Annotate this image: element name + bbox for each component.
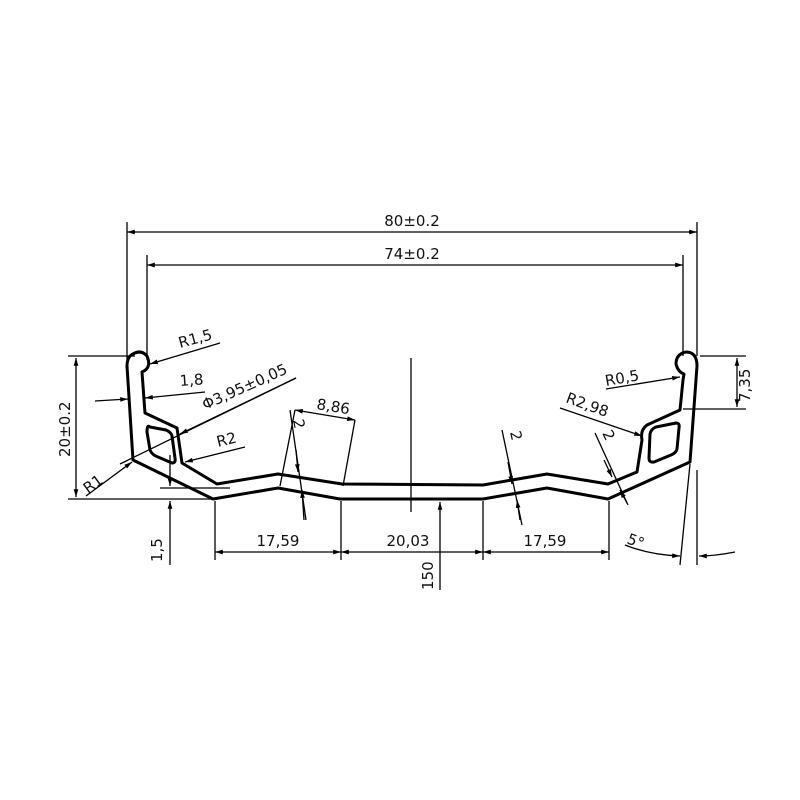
- width-dimensions: 80±0.2 74±0.2: [126, 212, 698, 360]
- dim-overall-width: 80±0.2: [384, 212, 440, 230]
- left-dimensions: 20±0.2 R1,5 1,8 Φ3,95±0,05 R2 R1 1,5: [56, 326, 297, 565]
- dim-radius-r1: R1: [80, 471, 107, 497]
- segment-dimensions: 8,86 2 17,59 20,03 17,59 150 2: [214, 395, 610, 590]
- profile-outline: [125, 350, 699, 501]
- dim-angle: 5°: [625, 530, 647, 553]
- dim-segment-left: 17,59: [257, 532, 300, 550]
- dim-bead-radius-left: R1,5: [176, 326, 214, 352]
- dim-bead-height: 7,35: [736, 369, 754, 402]
- dim-thickness-left: 2: [289, 418, 308, 431]
- dim-center-length: 150: [419, 561, 437, 590]
- dim-segment-top: 8,86: [315, 395, 351, 418]
- dim-thickness-right: 2: [598, 427, 618, 443]
- rim-profile: [125, 350, 699, 512]
- dim-radius-r2: R2: [215, 429, 239, 451]
- dim-segment-center: 20,03: [387, 532, 430, 550]
- dim-inner-width: 74±0.2: [384, 245, 440, 263]
- dim-bead-radius-right: R0,5: [604, 366, 641, 390]
- dim-radius-chamber: R2,98: [564, 389, 611, 421]
- dim-thickness-center-right: 2: [506, 429, 526, 442]
- right-chamber: [647, 421, 681, 464]
- dim-bottom-offset: 1,5: [148, 538, 166, 562]
- left-chamber: [145, 424, 177, 465]
- dim-segment-right: 17,59: [524, 532, 567, 550]
- dim-wall-thickness: 1,8: [179, 370, 204, 390]
- dim-height: 20±0.2: [56, 401, 74, 457]
